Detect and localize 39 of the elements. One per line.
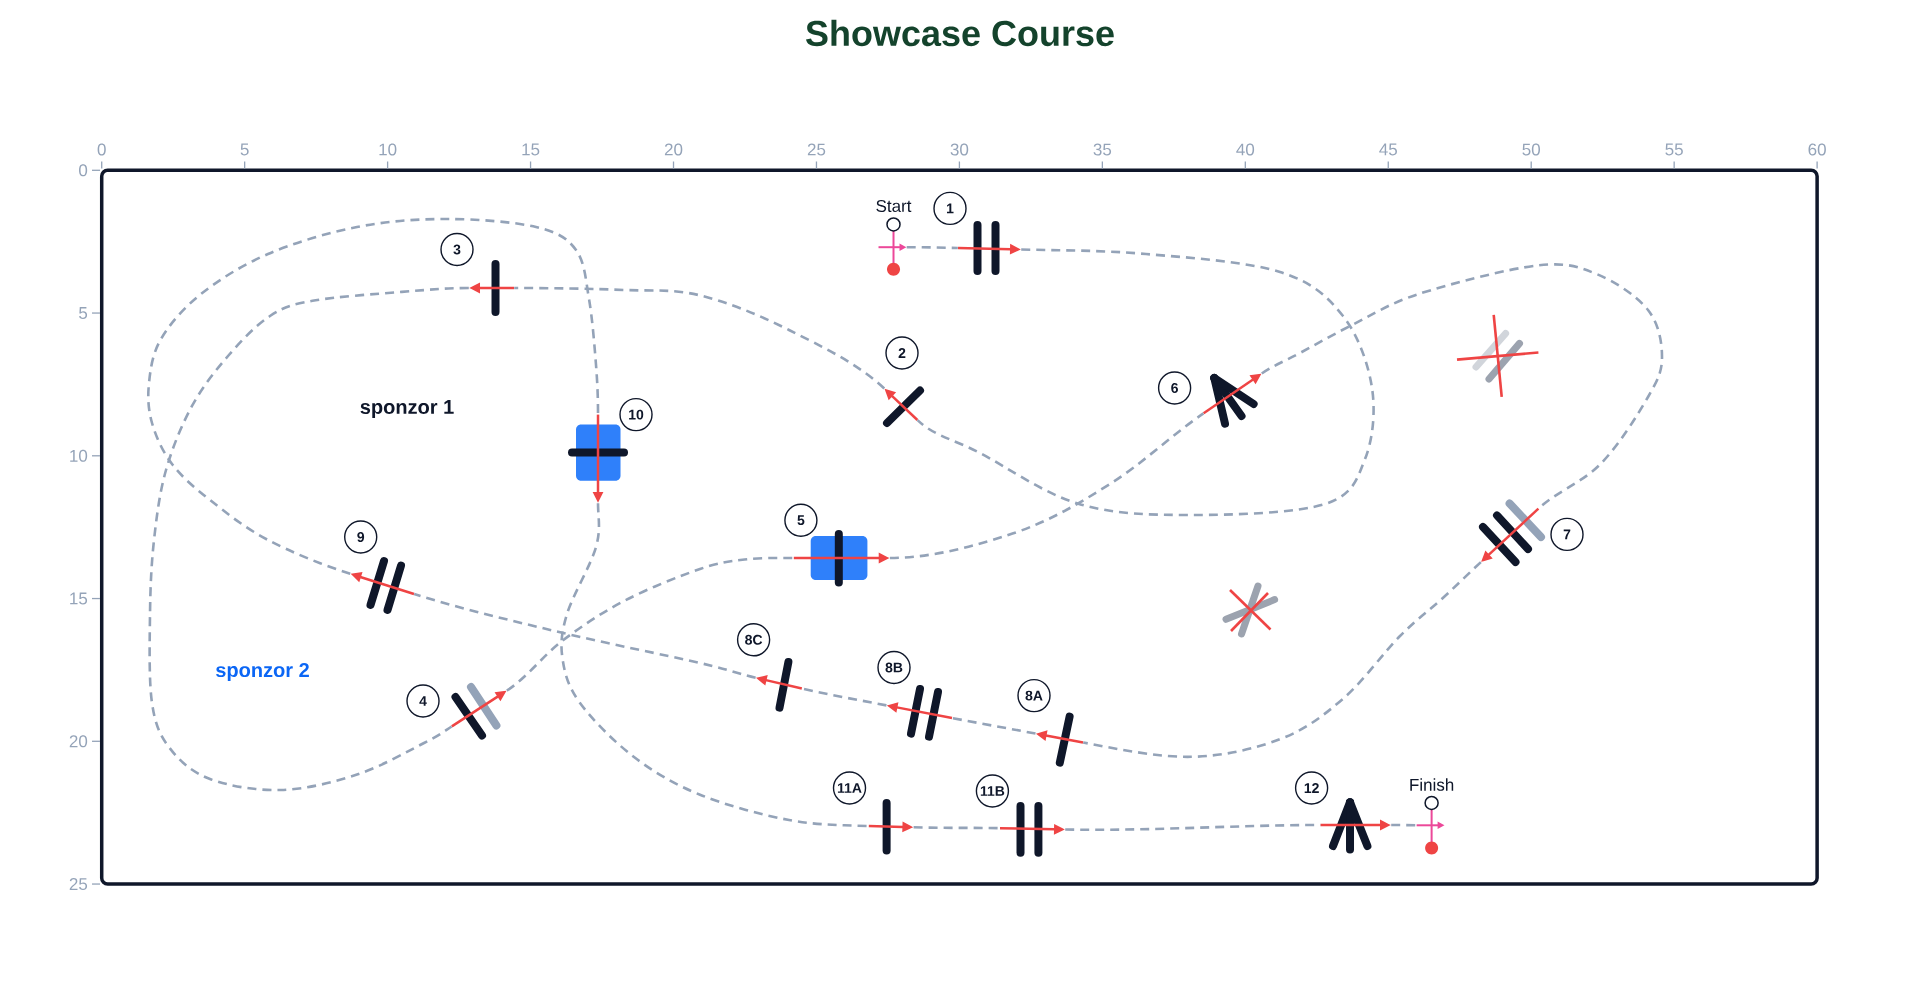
route-line [413,592,756,679]
route-line [801,687,887,707]
finish-label: Finish [1410,778,1454,791]
tick-label: 10 [70,449,88,462]
tick-label: 10 [379,143,397,156]
sponsor-label: sponzor 2 [216,662,309,682]
sponsor-label: sponzor 1 [360,400,454,418]
route-line [889,412,1205,560]
tick-label: 15 [522,143,540,156]
route-line [906,245,958,250]
route-line [560,503,869,828]
tick-label: 40 [1236,143,1255,156]
title: Showcase Course [806,19,1114,47]
tick-label: 30 [950,143,969,156]
route-line [916,248,1375,517]
tick-label: 35 [1093,143,1112,156]
tick-label: 0 [79,164,88,177]
start-label: Start [876,200,912,212]
crossed-out-jump-icon [1456,314,1539,397]
route-line [913,826,1000,830]
tick-label: 20 [69,735,88,748]
route-line [951,716,1036,735]
tick-label: 5 [240,143,249,156]
tick-label: 60 [1808,143,1826,156]
tick-label: 25 [69,878,88,891]
tick-label: 5 [79,307,88,319]
route-line [1082,561,1482,759]
tick-label: 0 [97,143,106,156]
route-line [147,217,600,575]
route-line [514,286,886,390]
tick-label: 25 [807,143,826,156]
tick-label: 20 [664,143,683,156]
route-line [148,286,469,792]
tick-label: 55 [1665,143,1683,156]
route-line [506,556,794,692]
tick-label: 50 [1522,143,1540,156]
tick-label: 45 [1379,143,1397,156]
tick-label: 15 [70,592,88,605]
crossed-out-jump-icon [1222,582,1279,638]
